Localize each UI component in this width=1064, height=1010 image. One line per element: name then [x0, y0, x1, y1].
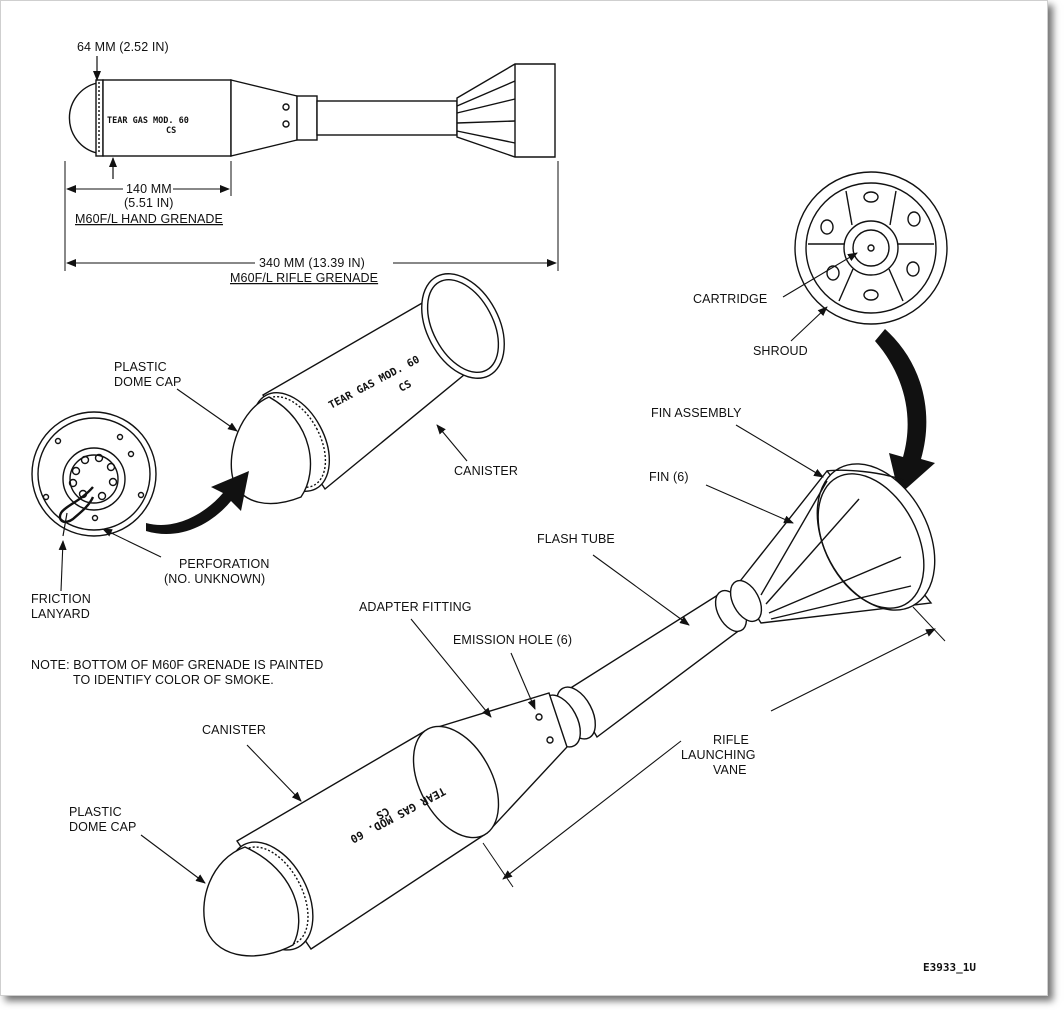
grenade-diagram: TEAR GAS MOD. 60 CS 64 MM (2.52 IN) 140 …: [31, 40, 976, 974]
fin-label: FIN (6): [649, 470, 689, 484]
top-dome-cap: [68, 82, 98, 154]
vane-label-1: RIFLE: [713, 733, 749, 747]
perforation-label-2: (NO. UNKNOWN): [164, 572, 265, 586]
friction-lanyard-label-1: FRICTION: [31, 592, 91, 606]
figure-id: E3933_1U: [923, 961, 976, 974]
dim-hand-length: 140 MM: [126, 182, 172, 196]
hand-grenade: [31, 273, 505, 537]
hand-canister-label: CANISTER: [454, 464, 518, 478]
figure-sheet: TEAR GAS MOD. 60 CS 64 MM (2.52 IN) 140 …: [0, 0, 1048, 996]
emission-hole-label: EMISSION HOLE (6): [453, 633, 572, 647]
rifle-grenade-caption: M60F/L RIFLE GRENADE: [230, 271, 378, 285]
hand-grenade-caption: M60F/L HAND GRENADE: [75, 212, 223, 226]
note-line-1: NOTE: BOTTOM OF M60F GRENADE IS PAINTED: [31, 658, 323, 672]
shroud-end-view: [794, 171, 948, 325]
hand-dome-cap-label-1: PLASTIC: [114, 360, 167, 374]
rifle-dome-cap-label-2: DOME CAP: [69, 820, 136, 834]
rifle-canister-label: CANISTER: [202, 723, 266, 737]
top-side-view: [68, 63, 556, 158]
adapter-fitting-label: ADAPTER FITTING: [359, 600, 472, 614]
flash-tube-label: FLASH TUBE: [537, 532, 615, 546]
rifle-grenade: [203, 171, 948, 957]
perforation-label-1: PERFORATION: [179, 557, 269, 571]
top-canister: [102, 79, 232, 157]
dim-rifle-length: 340 MM (13.39 IN): [259, 256, 365, 270]
bottom-view-disc: [31, 411, 157, 537]
top-stencil-line2: CS: [166, 126, 176, 136]
vane-label-2: LAUNCHING: [681, 748, 756, 762]
hand-dome-cap-label-2: DOME CAP: [114, 375, 181, 389]
friction-lanyard-label-2: LANYARD: [31, 607, 90, 621]
dim-diameter-label: 64 MM (2.52 IN): [77, 40, 169, 54]
fin-assembly-label: FIN ASSEMBLY: [651, 406, 742, 420]
shroud-label: SHROUD: [753, 344, 808, 358]
top-stencil-line1: TEAR GAS MOD. 60: [107, 116, 189, 126]
hand-stencil-line2: CS: [397, 378, 414, 395]
vane-label-3: VANE: [713, 763, 747, 777]
rifle-dome-cap-label-1: PLASTIC: [69, 805, 122, 819]
note-line-2: TO IDENTIFY COLOR OF SMOKE.: [73, 673, 274, 687]
dim-hand-length-in: (5.51 IN): [124, 196, 174, 210]
cartridge-label: CARTRIDGE: [693, 292, 767, 306]
rifle-stencil-line2: CS: [374, 804, 392, 822]
